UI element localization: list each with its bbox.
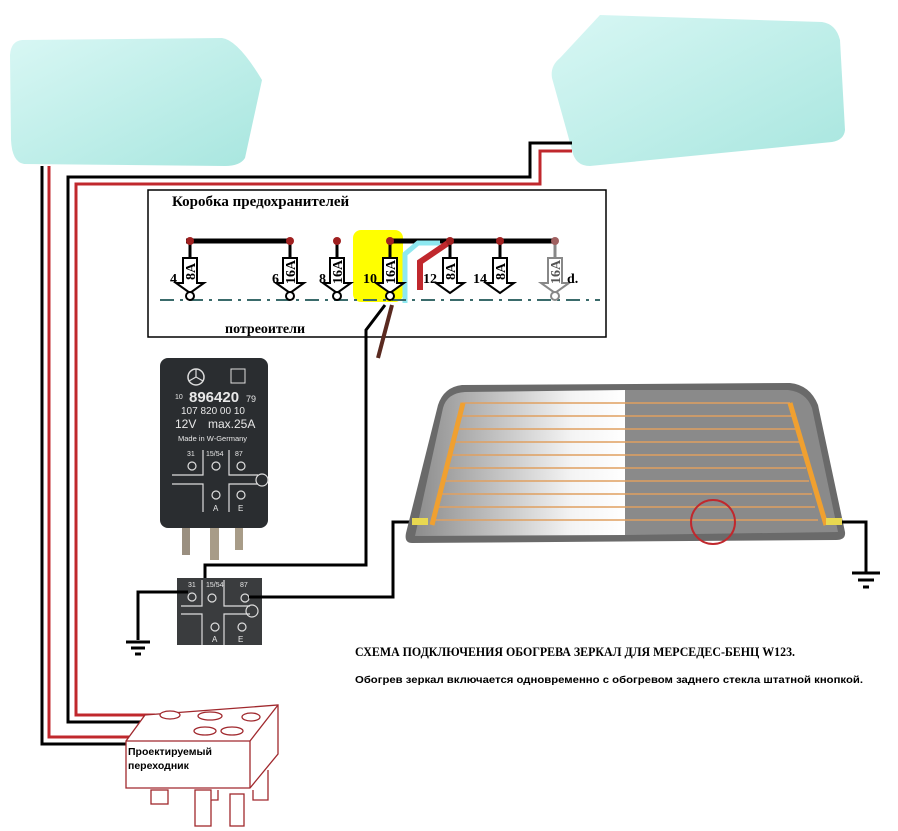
fuse-12: 8A 12 [423, 237, 468, 295]
svg-text:87: 87 [235, 451, 243, 458]
svg-text:8: 8 [319, 272, 326, 287]
relay: 10 896420 79 107 820 00 10 12V max.25A M… [160, 358, 269, 560]
svg-text:8A: 8A [494, 262, 509, 280]
fuse-8: 16A 8 [319, 237, 355, 301]
mirror-wires [40, 141, 572, 746]
svg-text:16A: 16A [331, 259, 346, 284]
relay-87-to-window-wire [249, 520, 412, 599]
diagram-subtitle: Обогрев зеркал включается одновременно с… [355, 674, 863, 686]
ground-icon [126, 640, 150, 656]
svg-text:896420: 896420 [189, 389, 239, 406]
svg-text:87: 87 [240, 582, 248, 589]
fuse-4: 8A 4 [170, 237, 208, 301]
fuse-6: 16A 6 [272, 237, 308, 301]
ground-icon [852, 571, 880, 589]
rear-window [405, 383, 846, 545]
svg-text:12: 12 [423, 272, 437, 287]
svg-text:16A: 16A [384, 259, 399, 284]
bosch-logo-icon [230, 368, 246, 384]
svg-text:31: 31 [187, 451, 195, 458]
svg-text:d.: d. [567, 272, 578, 287]
adapter-label-line1: Проектируемый [128, 746, 212, 758]
svg-text:12V: 12V [175, 417, 196, 431]
adapter-label-line2: переходник [128, 760, 190, 772]
svg-text:10: 10 [363, 272, 377, 287]
broken-filament-marker [690, 499, 736, 545]
consumers-label: потреоители [225, 322, 305, 337]
diagram-title: СХЕМА ПОДКЛЮЧЕНИЯ ОБОГРЕВА ЗЕРКАЛ ДЛЯ МЕ… [355, 644, 795, 659]
svg-text:E: E [238, 635, 243, 644]
fuse-14: 8A 14 [473, 237, 518, 295]
ground-wire-31 [136, 590, 188, 640]
svg-text:6: 6 [272, 272, 279, 287]
svg-text:4: 4 [170, 272, 177, 287]
left-mirror [10, 38, 262, 166]
svg-text:15/54: 15/54 [206, 582, 224, 589]
svg-text:14: 14 [473, 272, 487, 287]
svg-text:16A: 16A [284, 259, 299, 284]
adapter [125, 704, 279, 827]
svg-text:107 820 00 10: 107 820 00 10 [181, 406, 245, 417]
svg-text:A: A [212, 635, 218, 644]
svg-text:8A: 8A [444, 262, 459, 280]
svg-text:10: 10 [175, 394, 183, 401]
svg-text:31: 31 [188, 582, 196, 589]
svg-text:16A: 16A [549, 259, 564, 284]
fuse-d: 16A d. [537, 237, 578, 301]
right-mirror [551, 15, 845, 166]
svg-text:A: A [213, 504, 219, 513]
fuse-to-relay-wire [203, 304, 387, 598]
relay-pin-panel: 31 15/54 87 A E [177, 578, 262, 645]
window-ground-wire [842, 520, 868, 572]
fuse-10: 16A 10 [363, 237, 408, 301]
svg-text:max.25A: max.25A [208, 417, 255, 431]
svg-text:15/54: 15/54 [206, 451, 224, 458]
svg-text:E: E [238, 504, 243, 513]
svg-text:Made in W-Germany: Made in W-Germany [178, 434, 247, 443]
fuse-box-title: Коробка предохранителей [172, 194, 350, 210]
fuse-box: Коробка предохранителей потреоители 8A 4… [147, 189, 607, 338]
svg-text:79: 79 [246, 394, 256, 404]
svg-text:8A: 8A [184, 262, 199, 280]
fuses: 8A 4 16A 6 16A 8 16A 10 [170, 237, 578, 301]
